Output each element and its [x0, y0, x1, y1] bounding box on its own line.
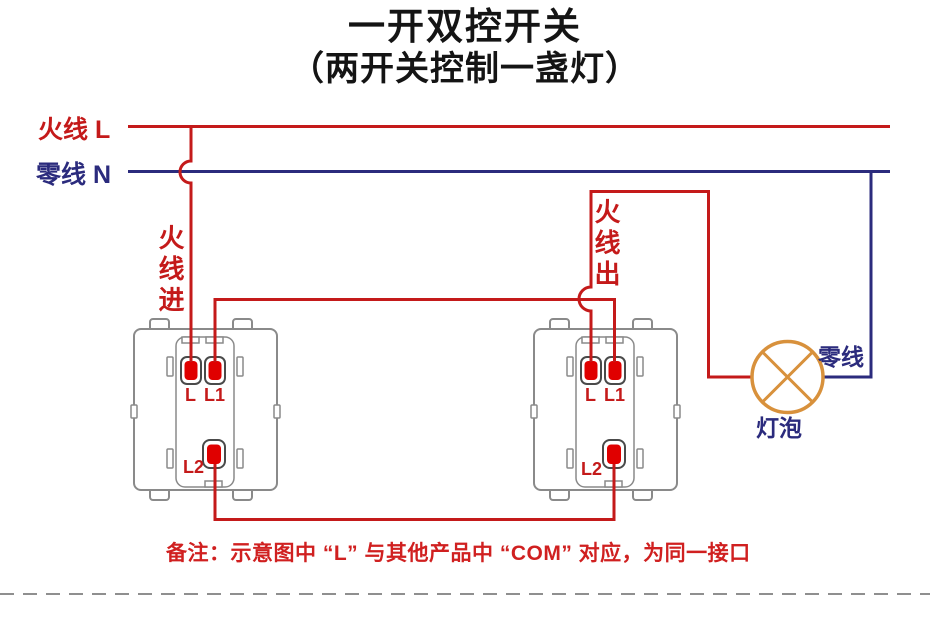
- diagram-title-line2: （两开关控制一盏灯）: [290, 49, 640, 88]
- lamp-icon: [750, 339, 825, 415]
- live-bus-label: 火线 L: [38, 116, 111, 144]
- switch-right-terminal-l1-label: L1: [604, 385, 626, 405]
- switch-left-terminal-l-label: L: [185, 385, 196, 405]
- switch-right: [530, 318, 681, 501]
- note-text: 备注：示意图中 “L” 与其他产品中 “COM” 对应，为同一接口: [166, 542, 751, 565]
- live-out-wire: [577, 190, 753, 379]
- neutral-lamp-wire: [822, 171, 873, 379]
- switch-left-terminal-l1-label: L1: [204, 385, 226, 405]
- switch-right-terminal-l-label: L: [585, 385, 596, 405]
- switch-right-terminal-l2-label: L2: [581, 459, 603, 479]
- traveler-wire: [213, 298, 616, 362]
- switch-left-terminal-l2-label: L2: [183, 457, 205, 477]
- lamp-label: 灯泡: [756, 415, 802, 441]
- live-in-label: 火线进: [155, 224, 185, 317]
- live-in-wire: [178, 128, 193, 362]
- l2-link-wire: [213, 464, 616, 521]
- switch-left: [130, 318, 281, 501]
- live-out-label: 火线出: [591, 198, 621, 291]
- neutral-bus-label: 零线 N: [36, 161, 112, 189]
- diagram-title-line1: 一开双控开关: [348, 6, 582, 47]
- neutral-lamp-label: 零线: [818, 344, 864, 370]
- diagram-title: 一开双控开关 （两开关控制一盏灯）: [0, 6, 930, 89]
